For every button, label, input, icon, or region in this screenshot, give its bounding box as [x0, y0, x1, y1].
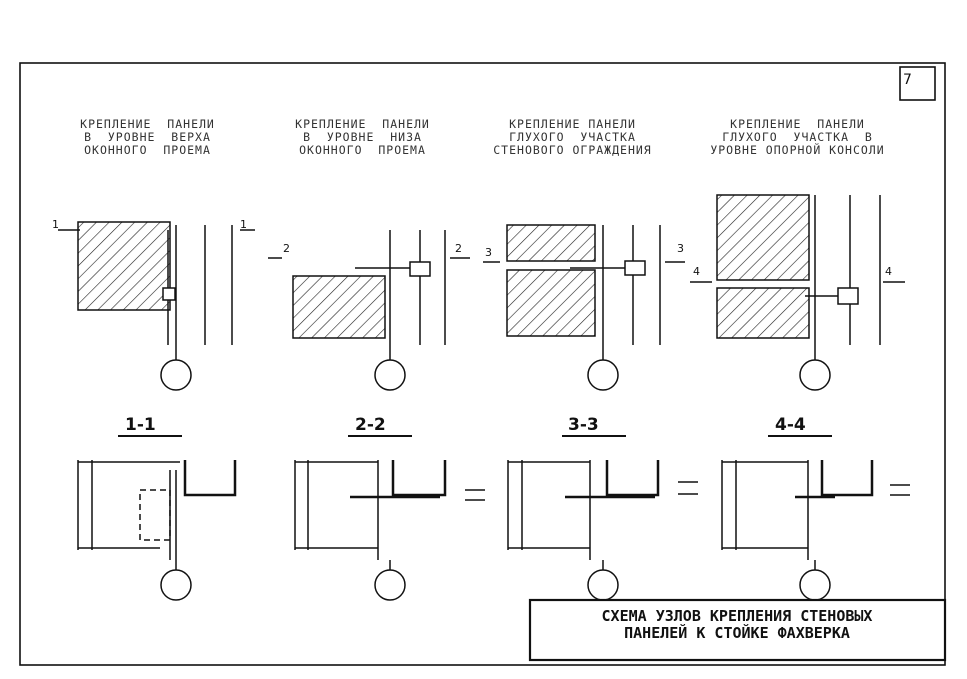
section-3-plan: [507, 460, 698, 601]
cut-mark-2a: 2: [283, 242, 290, 255]
node-1-elevation: [58, 221, 255, 391]
section-label-3: 3-3: [568, 415, 599, 435]
cut-mark-1a: 1: [52, 218, 59, 231]
title-block-frame: [528, 598, 947, 662]
cut-mark-3a: 3: [485, 246, 492, 259]
node-4-elevation: [690, 194, 905, 391]
cut-mark-4a: 4: [693, 265, 700, 278]
caption-node-1: КРЕПЛЕНИЕ ПАНЕЛИ В УРОВНЕ ВЕРХА ОКОННОГО…: [80, 117, 215, 157]
title-line-1: СХЕМА УЗЛОВ КРЕПЛЕНИЯ СТЕНОВЫХ: [601, 607, 873, 625]
caption-node-3: КРЕПЛЕНИЕ ПАНЕЛИ ГЛУХОГО УЧАСТКА СТЕНОВО…: [493, 117, 652, 157]
sheet-frame: [19, 62, 946, 666]
page-number-box: [899, 66, 936, 101]
section-label-4: 4-4: [775, 415, 806, 435]
node-2-elevation: [268, 230, 470, 391]
cut-mark-4b: 4: [885, 265, 892, 278]
section-label-2: 2-2: [355, 415, 386, 435]
section-labels: 1-1 2-2 3-3 4-4: [118, 415, 832, 437]
cut-mark-2b: 2: [455, 242, 462, 255]
section-1-plan: [77, 460, 237, 601]
section-4-plan: [721, 460, 910, 601]
node-3-elevation: [483, 224, 685, 391]
caption-node-2: КРЕПЛЕНИЕ ПАНЕЛИ В УРОВНЕ НИЗА ОКОННОГО …: [295, 117, 430, 157]
caption-node-4: КРЕПЛЕНИЕ ПАНЕЛИ ГЛУХОГО УЧАСТКА В УРОВН…: [710, 117, 885, 157]
page-number: 7: [903, 72, 912, 88]
cut-mark-1b: 1: [240, 218, 247, 231]
title-line-2: ПАНЕЛЕЙ К СТОЙКЕ ФАХВЕРКА: [624, 624, 850, 642]
cut-mark-3b: 3: [677, 242, 684, 255]
section-label-1: 1-1: [125, 415, 156, 435]
title-block: СХЕМА УЗЛОВ КРЕПЛЕНИЯ СТЕНОВЫХ ПАНЕЛЕЙ К…: [532, 603, 942, 657]
section-2-plan: [294, 460, 485, 601]
